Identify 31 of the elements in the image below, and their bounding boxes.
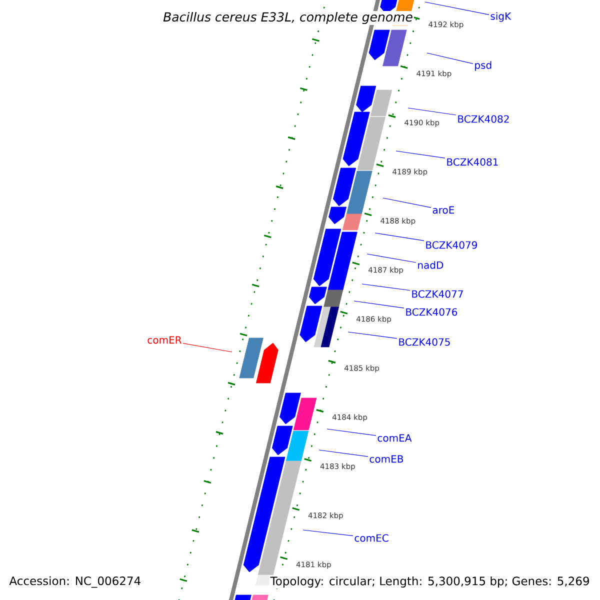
leader-line (362, 284, 410, 291)
gene-label: psd (475, 61, 492, 71)
leader-line (182, 343, 232, 352)
leader-line (426, 52, 474, 64)
accession-text: Accession: NC_006274 (8, 575, 142, 589)
gene-label: BCZK4082 (458, 115, 509, 123)
gene-label: BCZK4079 (426, 241, 478, 249)
gene-label: comEC (354, 534, 388, 542)
gene-label: aroE (432, 206, 454, 214)
leader-line (396, 150, 446, 158)
gene-label: BCZK4077 (412, 290, 463, 298)
title: Bacillus cereus E33L, complete genome (162, 10, 414, 26)
leader-line (366, 254, 416, 263)
leader-line (374, 232, 424, 241)
leader-line (382, 198, 432, 208)
gene-label: sigK (490, 12, 512, 22)
gene-label: BCZK4081 (447, 158, 498, 166)
gene-label: comER (148, 336, 182, 344)
leader-line (354, 300, 404, 308)
leader-line (318, 450, 368, 457)
gene-label: comEB (370, 455, 404, 463)
genome-info-text: Topology: circular; Length: 5,300,915 bp; Genes: 5,269 (269, 575, 591, 589)
leader-line (302, 530, 354, 536)
leader-line (408, 108, 456, 116)
gene-label: comEA (378, 434, 412, 442)
gene-label: BCZK4075 (399, 338, 450, 346)
gene-label: nadD (418, 261, 444, 269)
leader-line (348, 332, 398, 339)
gene-label: BCZK4076 (406, 308, 458, 316)
leader-line (424, 2, 490, 15)
leader-line (326, 428, 376, 436)
